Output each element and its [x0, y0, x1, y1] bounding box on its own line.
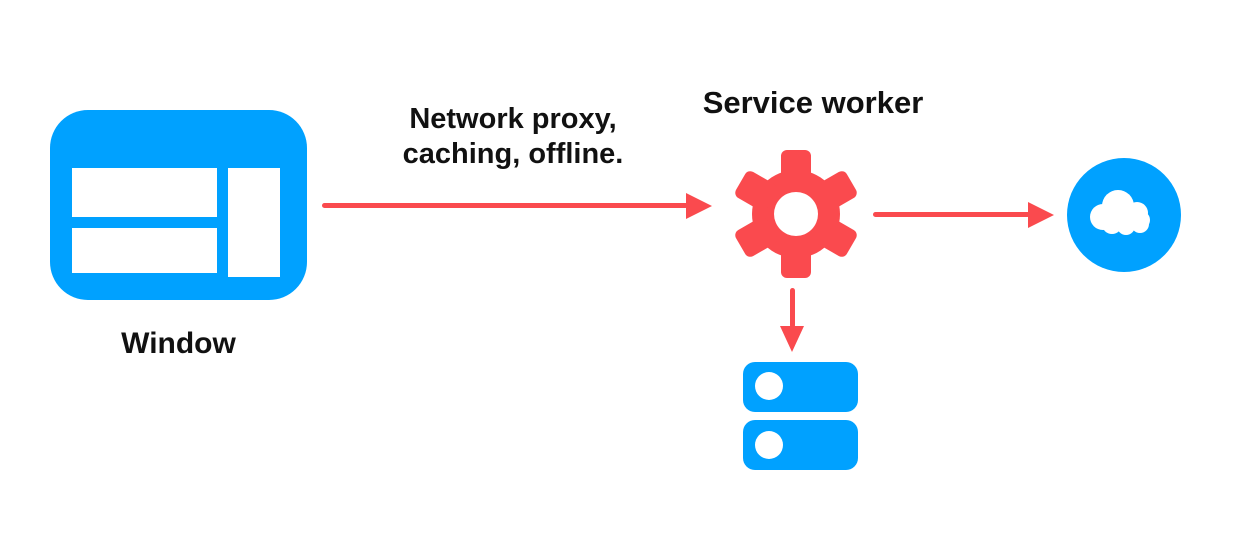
edge-label-line1: Network proxy, [409, 103, 617, 135]
service-worker-node-label: Service worker [702, 85, 924, 120]
arrow-window-to-service-worker-head [686, 193, 712, 219]
arrow-service-worker-to-storage-line [790, 288, 795, 328]
gear-icon [735, 150, 857, 278]
arrow-service-worker-to-storage-head [780, 326, 804, 352]
browser-window-icon [50, 110, 307, 300]
arrow-service-worker-to-cloud-line [873, 212, 1030, 217]
database-stack-icon [743, 362, 858, 470]
arrow-service-worker-to-cloud-head [1028, 202, 1054, 228]
window-node-label: Window [121, 327, 236, 360]
arrow-window-to-service-worker-line [322, 203, 688, 208]
edge-label-line2: caching, offline. [402, 138, 624, 171]
cloud-icon [1067, 158, 1181, 272]
edge-label-network-proxy: Network proxy, caching, offline. [348, 102, 678, 173]
